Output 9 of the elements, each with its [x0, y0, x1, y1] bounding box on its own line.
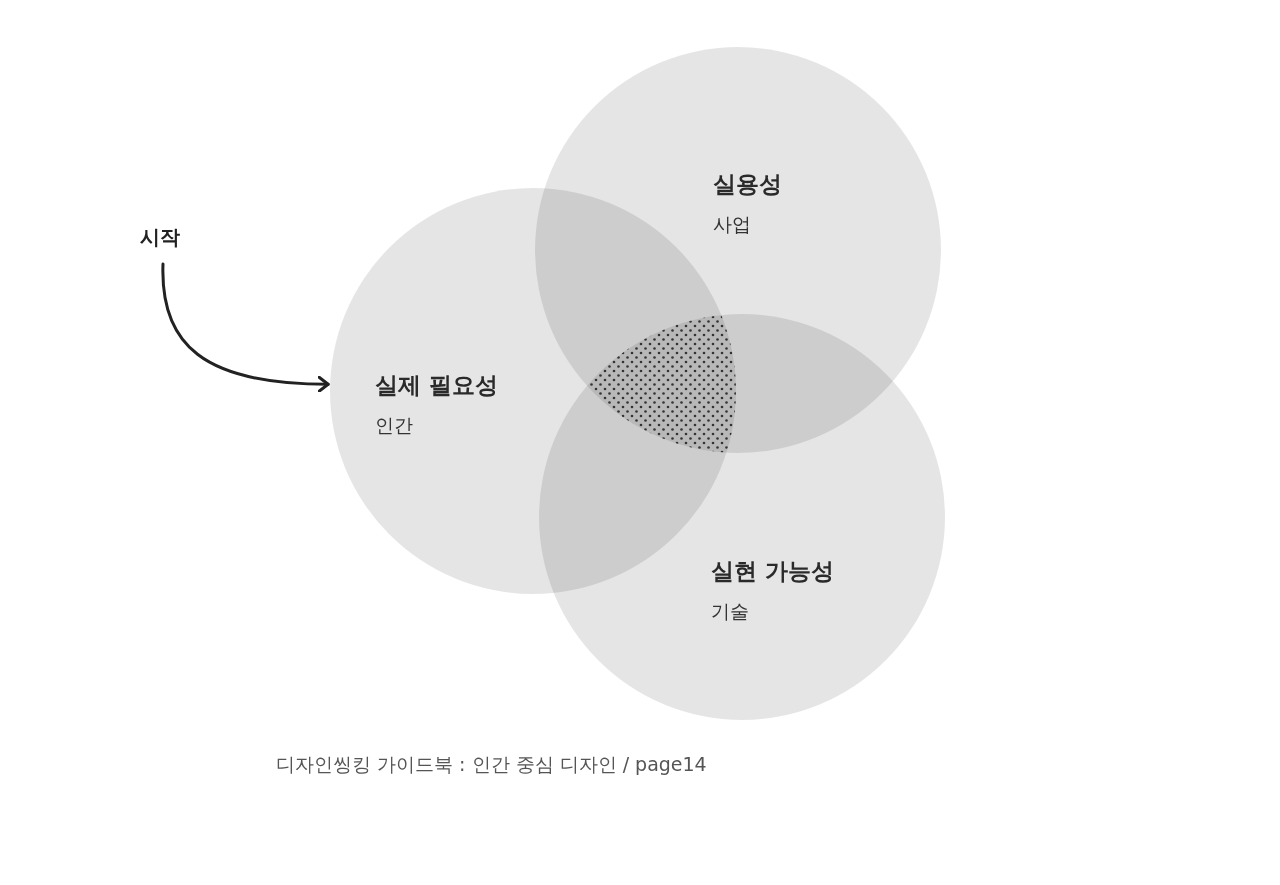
circle-subtitle: 사업	[713, 211, 752, 237]
circle-title: 실제 필요성	[375, 371, 498, 400]
circle-subtitle: 기술	[711, 598, 750, 624]
start-label: 시작	[140, 222, 180, 252]
circle-subtitle: 인간	[375, 412, 414, 438]
circle-title: 실현 가능성	[711, 557, 834, 586]
curved-arrow	[161, 262, 330, 393]
caption: 디자인씽킹 가이드북 : 인간 중심 디자인 / page14	[276, 752, 707, 777]
circle-title: 실용성	[713, 170, 782, 199]
